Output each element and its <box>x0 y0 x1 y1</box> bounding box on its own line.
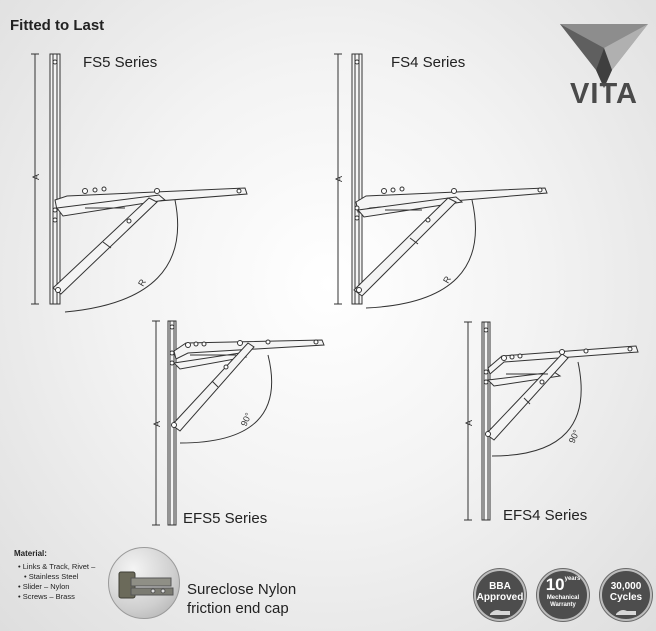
end-cap-line1: Sureclose Nylon <box>187 581 297 598</box>
fs5-dimension-r: R <box>136 277 148 288</box>
fs4-series-diagram: A R <box>334 53 548 309</box>
vita-logo-icon <box>560 24 648 88</box>
material-item-continued: Stainless Steel <box>14 572 95 582</box>
page-heading: Fitted to Last <box>10 17 105 34</box>
end-cap-image <box>108 547 180 619</box>
material-item: Screws – Brass <box>14 592 95 602</box>
material-item: Links & Track, Rivet – <box>14 562 96 572</box>
fs5-series-diagram: A R <box>31 53 248 313</box>
bba-badge-line1: BBA <box>489 581 511 592</box>
end-cap-icon <box>118 571 174 599</box>
efs5-series-diagram: A 90° <box>152 320 325 526</box>
hand-icon <box>490 610 510 615</box>
fs5-series-title: FS5 Series <box>83 54 158 71</box>
cycles-number: 30,000 <box>610 581 642 592</box>
material-item: Slider – Nylon <box>14 582 95 592</box>
efs4-dimension-a: A <box>464 420 474 426</box>
fs4-dimension-r: R <box>441 274 453 285</box>
bba-badge-line2: Approved <box>476 592 524 603</box>
end-cap-line2: friction end cap <box>187 600 289 617</box>
fs4-series-title: FS4 Series <box>391 54 466 71</box>
efs5-series-title: EFS5 Series <box>183 510 268 527</box>
efs4-series-title: EFS4 Series <box>503 507 588 524</box>
hand-icon <box>616 610 636 615</box>
warranty-line2: Warranty <box>550 602 576 608</box>
fs4-dimension-a: A <box>334 176 344 182</box>
cycles-label: Cycles <box>609 592 643 603</box>
efs4-angle-label: 90° <box>567 428 582 445</box>
brand-name: VITA <box>570 78 638 110</box>
material-list: Material: Links & Track, Rivet – Stainle… <box>14 549 95 602</box>
warranty-line1: Mechanical <box>546 595 580 601</box>
material-title: Material: <box>14 549 47 558</box>
warranty-number: 10 <box>545 575 565 594</box>
efs5-dimension-a: A <box>152 421 162 427</box>
bba-approved-badge: BBA Approved <box>474 569 526 621</box>
warranty-unit: years <box>564 576 581 582</box>
end-cap-caption: Sureclose Nylon friction end cap <box>187 580 296 618</box>
fs5-dimension-a: A <box>31 174 41 180</box>
efs4-series-diagram: A 90° <box>464 321 639 521</box>
cycles-badge: 30,000 Cycles <box>600 569 652 621</box>
warranty-badge: 10years Mechanical Warranty <box>537 569 589 621</box>
